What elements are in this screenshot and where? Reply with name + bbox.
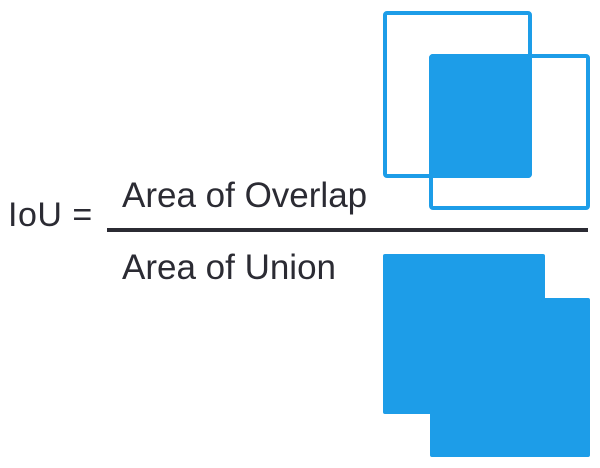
overlap-diagram bbox=[378, 4, 596, 216]
union-region bbox=[383, 254, 590, 457]
fraction-denominator-label: Area of Union bbox=[122, 248, 337, 287]
overlap-diagram-svg bbox=[383, 11, 590, 210]
intersection-region bbox=[429, 54, 532, 178]
union-diagram bbox=[378, 248, 596, 464]
fraction-numerator-label: Area of Overlap bbox=[122, 176, 368, 215]
union-diagram-svg bbox=[383, 254, 590, 457]
iou-label: IoU = bbox=[8, 196, 93, 234]
fraction-bar bbox=[107, 228, 588, 232]
